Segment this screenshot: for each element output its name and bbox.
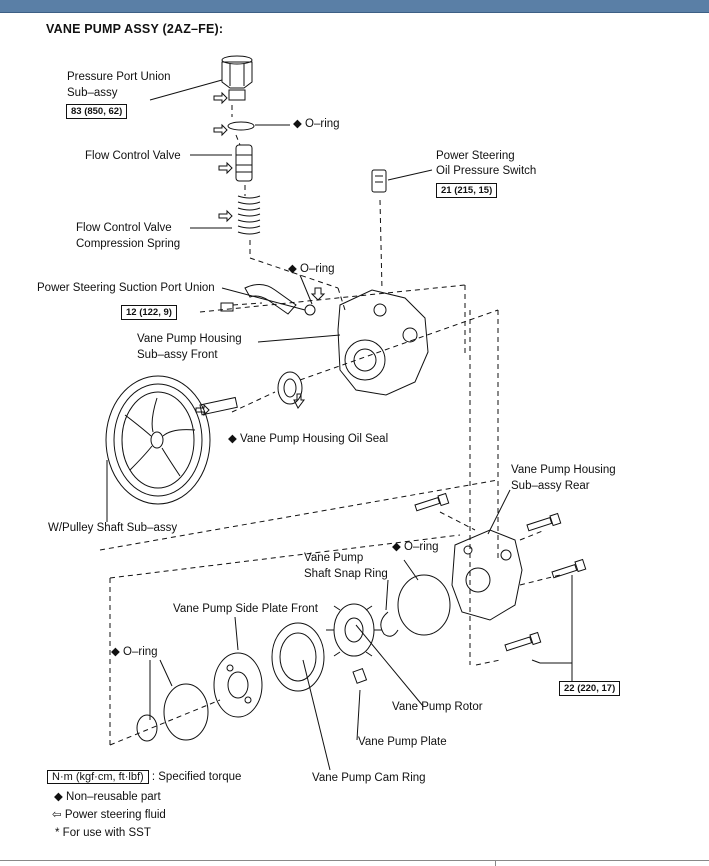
legend-unit-desc: : Specified torque: [151, 771, 242, 783]
label-pressure-port-union: Pressure Port Union: [67, 71, 171, 83]
label-ps-switch: Power Steering: [436, 150, 515, 162]
label-side-plate-front: Vane Pump Side Plate Front: [173, 603, 318, 615]
label-cam-ring: Vane Pump Cam Ring: [312, 772, 426, 784]
label-housing-front-sub: Sub–assy Front: [137, 349, 218, 361]
diagram-title: VANE PUMP ASSY (2AZ–FE):: [46, 22, 224, 36]
label-snap-ring-sub: Shaft Snap Ring: [304, 568, 388, 580]
label-flow-control-valve: Flow Control Valve: [85, 150, 181, 162]
label-housing-rear: Vane Pump Housing: [511, 464, 616, 476]
label-rotor: Vane Pump Rotor: [392, 701, 483, 713]
footer-separator: [495, 860, 496, 866]
label-oring-mid: ◆ O–ring: [288, 263, 335, 275]
legend-nonreusable: ◆ Non–reusable part: [54, 791, 161, 803]
legend-fluid: ⇦ Power steering fluid: [52, 809, 166, 821]
label-snap-ring: Vane Pump: [304, 552, 364, 564]
footer-divider: [0, 860, 709, 861]
label-oring-bottom: ◆ O–ring: [111, 646, 158, 658]
torque-suction-port: 12 (122, 9): [121, 305, 177, 320]
label-fcv-spring-sub: Compression Spring: [76, 238, 181, 250]
legend-unit-box: N·m (kgf·cm, ft·lbf): [47, 770, 149, 784]
label-pulley-shaft: W/Pulley Shaft Sub–assy: [48, 522, 178, 534]
legend-sst: * For use with SST: [55, 827, 151, 839]
legend-torque-unit: N·m (kgf·cm, ft·lbf) : Specified torque: [47, 769, 241, 786]
label-plate: Vane Pump Plate: [358, 736, 447, 748]
torque-rear-bolts: 22 (220, 17): [559, 681, 621, 696]
label-oil-seal: ◆ Vane Pump Housing Oil Seal: [228, 433, 389, 445]
label-pressure-port-union-sub: Sub–assy: [67, 87, 118, 99]
label-ps-switch-sub: Oil Pressure Switch: [436, 165, 537, 177]
label-oring-rear: ◆ O–ring: [392, 541, 439, 553]
torque-ps-switch: 21 (215, 15): [436, 183, 498, 198]
torque-pressure-port: 83 (850, 62): [66, 104, 128, 119]
label-fcv-spring: Flow Control Valve: [76, 222, 172, 234]
label-housing-rear-sub: Sub–assy Rear: [511, 480, 590, 492]
label-housing-front: Vane Pump Housing: [137, 333, 242, 345]
window-title-bar: [0, 0, 709, 13]
label-oring-top: ◆ O–ring: [293, 118, 340, 130]
label-suction-port-union: Power Steering Suction Port Union: [37, 282, 215, 294]
